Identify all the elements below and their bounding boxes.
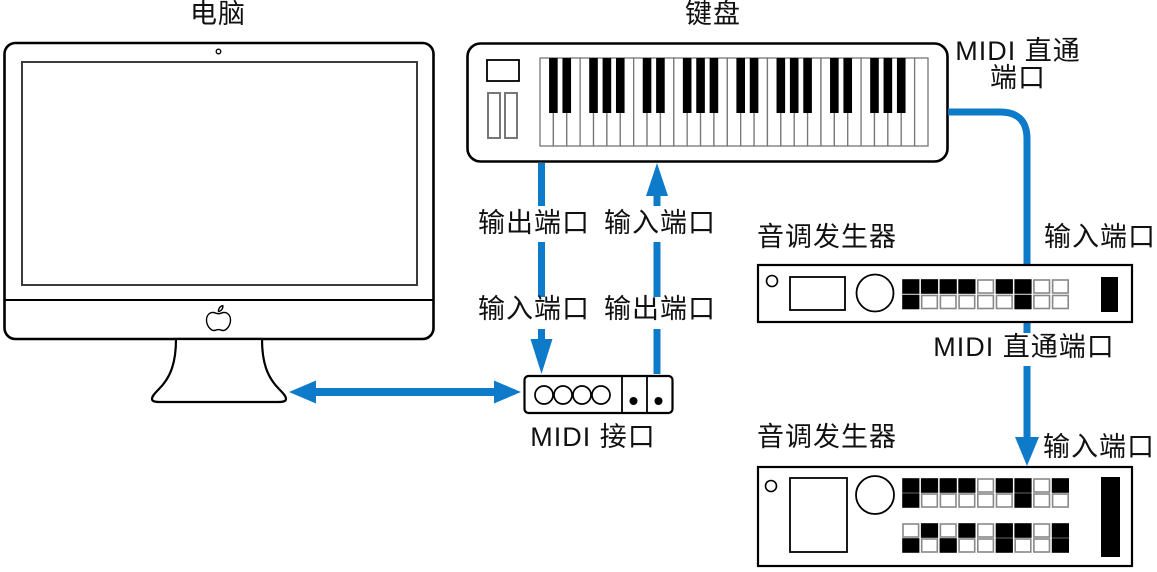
tone-generator-1-illustration (756, 263, 1134, 324)
indicator-dot (654, 397, 663, 405)
tg2-title: 音调发生器 (757, 422, 897, 452)
computer-screen (21, 61, 418, 286)
keyboard-thru-to-tg1-cable (948, 108, 1031, 264)
tg1-knob (855, 273, 895, 313)
keyboard-thru-port-line2: 端口 (990, 63, 1046, 93)
mod-wheel (504, 92, 518, 139)
computer-interface-arrow (289, 380, 521, 404)
tg2-display (789, 477, 848, 553)
piano-white-keys (539, 57, 929, 147)
tg2-button-grid (902, 478, 1069, 553)
tg1-thru-port-label: MIDI 直通端口 (933, 332, 1115, 362)
tg1-button-grid (902, 279, 1069, 310)
tg1-in-port-label: 输入端口 (1044, 222, 1156, 252)
indicator-dot (629, 397, 638, 405)
piano-black-keys (549, 58, 906, 113)
arrow-right-head (494, 380, 521, 404)
midi-port-circles (534, 385, 611, 405)
computer-illustration (3, 41, 435, 404)
tg2-level-bar (1101, 477, 1120, 557)
keyboard-thru-port-line1: MIDI 直通 (955, 36, 1081, 66)
keyboard-out-port-label: 输出端口 (478, 208, 590, 238)
apple-logo-icon (205, 304, 232, 332)
midi-interface-illustration (523, 374, 674, 415)
tg2-power-led (764, 479, 778, 493)
keyboard-title: 键盘 (685, 0, 741, 29)
keyboard-display (486, 59, 520, 82)
tg1-thru-to-tg2-arrow (1015, 322, 1039, 466)
interface-out-port-label: 输出端口 (604, 294, 716, 324)
arrow-down-head (1015, 437, 1039, 466)
keyboard-out-to-interface-arrow (530, 163, 553, 374)
keyboard-illustration (466, 42, 949, 163)
tg1-power-led (765, 274, 779, 288)
interface-in-port-label: 输入端口 (478, 294, 590, 324)
tg2-in-port-label: 输入端口 (1043, 432, 1155, 462)
keyboard-in-port-label: 输入端口 (604, 208, 716, 238)
arrow-down-head (530, 339, 553, 374)
pitch-wheel (487, 92, 501, 139)
computer-stand (150, 337, 288, 404)
tg1-title: 音调发生器 (757, 222, 897, 252)
tg1-level-bar (1101, 277, 1118, 312)
interface-to-keyboard-in-arrow (646, 163, 668, 374)
tg2-knob (855, 475, 895, 515)
tg1-display (789, 276, 846, 311)
arrow-left-head (289, 380, 316, 404)
camera-dot-icon (215, 48, 222, 55)
computer-title: 电脑 (190, 0, 246, 29)
midi-interface-label: MIDI 接口 (530, 422, 656, 452)
tone-generator-2-illustration (756, 465, 1134, 568)
arrow-up-head (646, 163, 668, 196)
keyboard-thru-port-label: MIDI 直通 端口 (955, 38, 1081, 92)
